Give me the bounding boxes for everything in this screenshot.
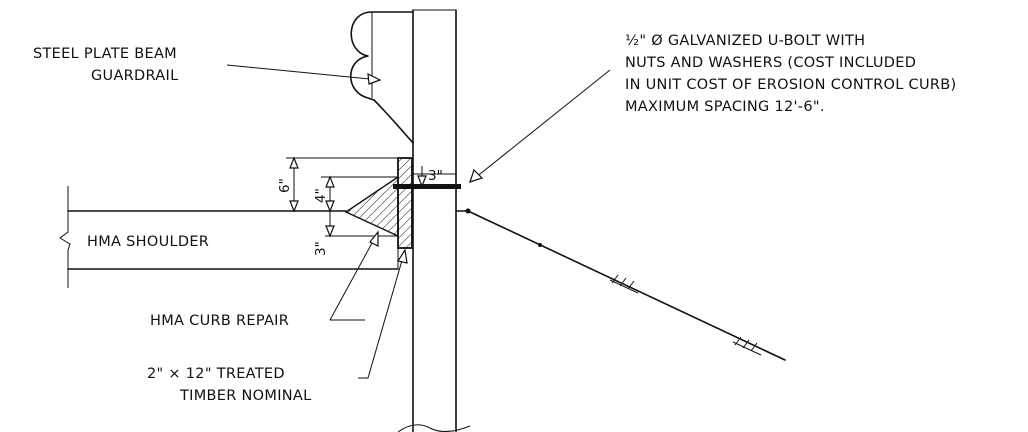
u-bolt	[393, 184, 461, 189]
shoulder-label: HMA SHOULDER	[87, 234, 209, 250]
ubolt-label-line4: MAXIMUM SPACING 12'-6".	[625, 99, 825, 115]
leader-lines	[226, 64, 611, 379]
dim-curb-height: 6"	[277, 178, 293, 193]
embankment-slope	[455, 208, 786, 361]
dimension-lines	[286, 156, 457, 238]
guardrail-label-line1: STEEL PLATE BEAM	[33, 46, 177, 62]
ubolt-label-line3: IN UNIT COST OF EROSION CONTROL CURB)	[625, 77, 956, 93]
dim-lower-depth: 3"	[313, 241, 329, 256]
guardrail-post	[397, 9, 471, 432]
dim-bolt-height: 4"	[313, 188, 329, 203]
hma-shoulder	[59, 186, 399, 288]
ubolt-label-line2: NUTS AND WASHERS (COST INCLUDED	[625, 55, 916, 71]
timber-label-line1: 2" × 12" TREATED	[147, 366, 285, 382]
guardrail-label-line2: GUARDRAIL	[91, 68, 178, 84]
timber-plank	[397, 157, 413, 249]
ubolt-label-line1: ½" Ø GALVANIZED U-BOLT WITH	[625, 33, 865, 49]
w-beam-rail	[350, 11, 414, 144]
hma-curb-repair-shape	[344, 175, 399, 238]
timber-label-line2: TIMBER NOMINAL	[179, 388, 312, 404]
dim-bolt-offset: 3"	[428, 168, 443, 184]
curb-repair-label: HMA CURB REPAIR	[150, 313, 289, 329]
